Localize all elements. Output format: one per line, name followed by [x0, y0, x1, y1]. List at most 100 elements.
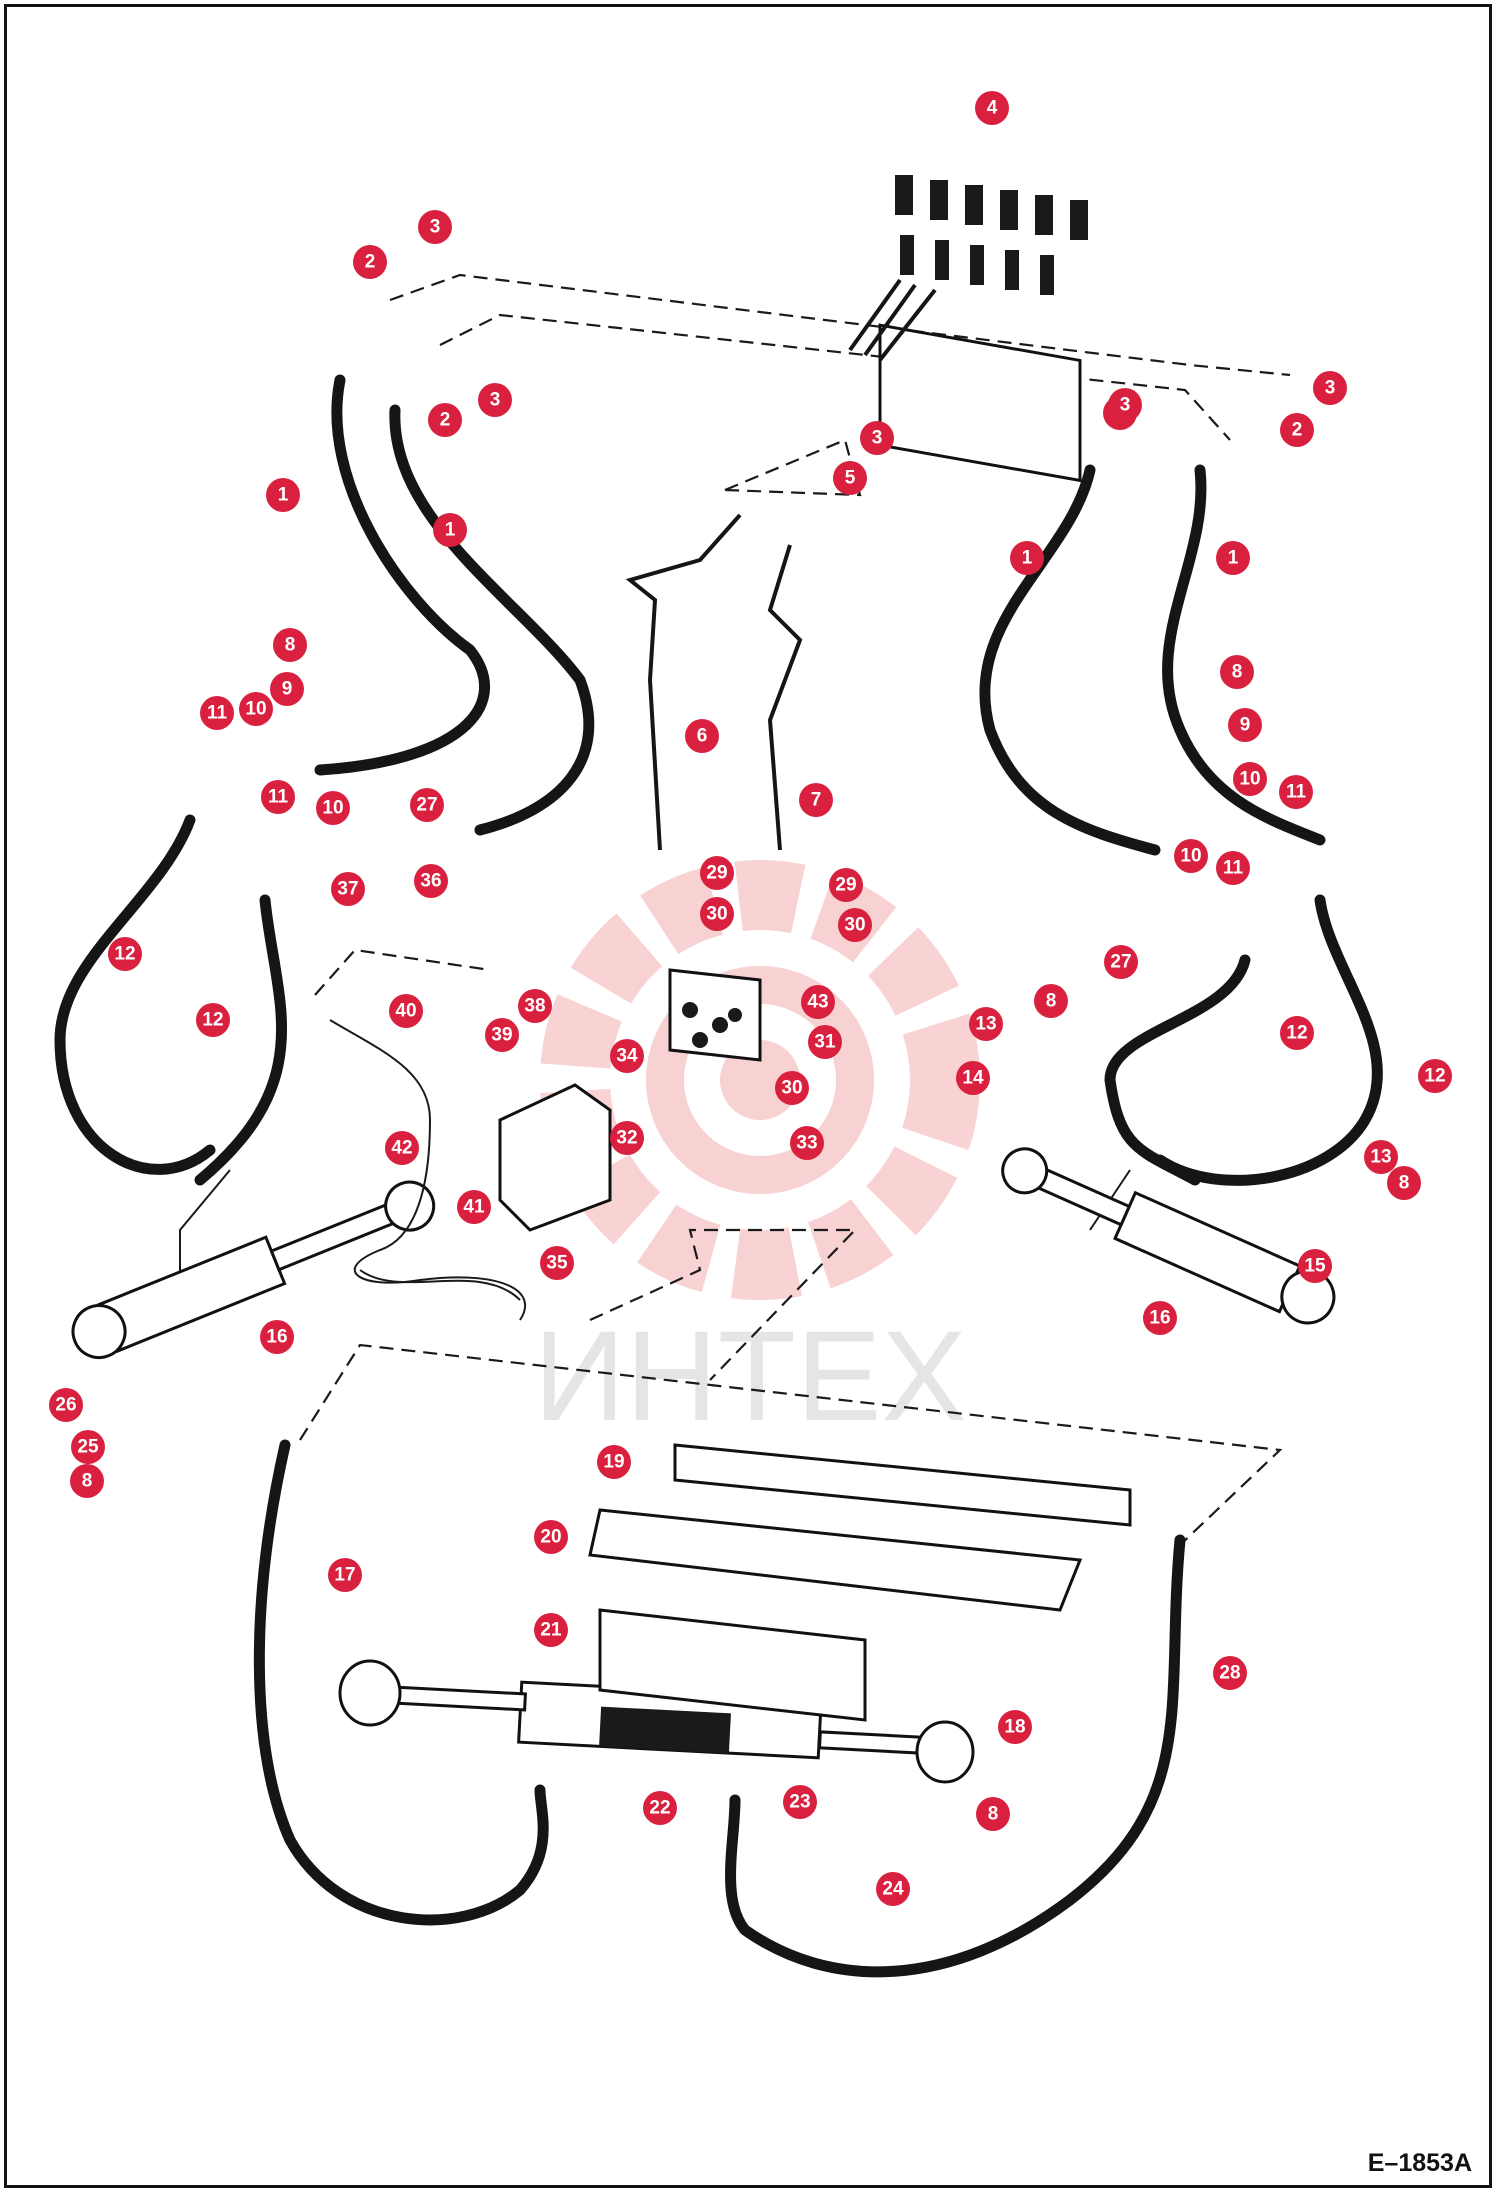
- callout-badge: [1216, 851, 1250, 885]
- callout-8: 8: [1220, 655, 1254, 689]
- callout-badge: [266, 478, 300, 512]
- callout-badge: [457, 1190, 491, 1224]
- callout-11: 11: [200, 696, 234, 730]
- watermark-logo: [540, 860, 980, 1300]
- callout-number: 3: [1120, 395, 1131, 416]
- callout-number: 31: [814, 1032, 836, 1053]
- plates: [588, 1443, 1132, 1722]
- callout-number: 13: [1370, 1147, 1391, 1168]
- callout-4: 4: [975, 91, 1009, 125]
- callout-number: 15: [1304, 1256, 1326, 1277]
- callout-badge: [969, 1007, 1003, 1041]
- callout-badge: [1418, 1059, 1452, 1093]
- callout-3: 3: [1313, 371, 1347, 405]
- callout-number: 34: [616, 1046, 638, 1067]
- callout-number: 3: [1325, 378, 1336, 399]
- callout-12: 12: [1418, 1059, 1452, 1093]
- callout-number: 10: [1180, 846, 1201, 867]
- callout-number: 2: [440, 410, 451, 431]
- callout-number: 4: [987, 98, 998, 119]
- callout-32: 32: [610, 1121, 644, 1155]
- callout-30: 30: [700, 897, 734, 931]
- callout-number: 11: [207, 703, 228, 724]
- callout-number: 37: [337, 879, 358, 900]
- callout-number: 18: [1004, 1717, 1025, 1738]
- callout-badge: [261, 780, 295, 814]
- callout-number: 28: [1219, 1663, 1240, 1684]
- callout-badge: [1108, 388, 1142, 422]
- callout-36: 36: [414, 864, 448, 898]
- callout-badge: [1213, 1656, 1247, 1690]
- solenoid-cover: [498, 1083, 612, 1232]
- callout-number: 10: [322, 798, 343, 819]
- callout-19: 19: [597, 1445, 631, 1479]
- callout-41: 41: [457, 1190, 491, 1224]
- callout-badge: [428, 403, 462, 437]
- callout-badge: [700, 856, 734, 890]
- callout-20: 20: [534, 1520, 568, 1554]
- callout-badge: [860, 421, 894, 455]
- callout-number: 8: [1046, 991, 1057, 1012]
- callout-badge: [998, 1710, 1032, 1744]
- callout-badge: [196, 1003, 230, 1037]
- callout-8: 8: [1034, 984, 1068, 1018]
- callout-11: 11: [1216, 851, 1250, 885]
- callout-number: 23: [789, 1792, 810, 1813]
- callout-number: 30: [781, 1078, 802, 1099]
- callout-number: 1: [278, 485, 289, 506]
- callout-40: 40: [389, 994, 423, 1028]
- callout-number: 8: [1399, 1173, 1410, 1194]
- callout-35: 35: [540, 1246, 574, 1280]
- callout-31: 31: [808, 1025, 842, 1059]
- callout-number: 7: [811, 790, 822, 811]
- callout-badge: [833, 461, 867, 495]
- callout-1: 1: [1216, 541, 1250, 575]
- callout-badge: [385, 1131, 419, 1165]
- callout-badge: [685, 719, 719, 753]
- callout-number: 36: [420, 871, 441, 892]
- callout-badge: [1104, 945, 1138, 979]
- control-valve: [848, 175, 1088, 483]
- callout-2: 2: [1280, 413, 1314, 447]
- callout-3: 3: [418, 210, 452, 244]
- callout-badge: [829, 868, 863, 902]
- callout-29: 29: [829, 868, 863, 902]
- callout-number: 11: [1286, 782, 1307, 803]
- callout-number: 12: [1424, 1066, 1445, 1087]
- callout-badge: [270, 672, 304, 706]
- callout-number: 29: [835, 875, 856, 896]
- callout-8: 8: [1387, 1166, 1421, 1200]
- callout-38: 38: [518, 989, 552, 1023]
- callout-25: 25: [71, 1430, 105, 1464]
- callout-badge: [610, 1121, 644, 1155]
- callout-9: 9: [270, 672, 304, 706]
- callout-number: 17: [334, 1565, 355, 1586]
- callout-badge: [534, 1520, 568, 1554]
- callout-badge: [783, 1785, 817, 1819]
- callout-layer: 4322335323211118911101110273637672930293…: [49, 91, 1452, 1906]
- callout-30: 30: [775, 1071, 809, 1105]
- callout-2: 2: [353, 245, 387, 279]
- callout-number: 29: [706, 863, 727, 884]
- callout-number: 38: [524, 996, 545, 1017]
- cylinders: [71, 1147, 1336, 1784]
- callout-number: 13: [975, 1014, 996, 1035]
- callout-8: 8: [70, 1464, 104, 1498]
- callout-43: 43: [801, 985, 835, 1019]
- callout-badge: [1279, 775, 1313, 809]
- callout-badge: [956, 1061, 990, 1095]
- callout-6: 6: [685, 719, 719, 753]
- callout-badge: [1233, 762, 1267, 796]
- callout-number: 16: [266, 1327, 287, 1348]
- callout-badge: [316, 791, 350, 825]
- callout-number: 16: [1149, 1308, 1170, 1329]
- callout-number: 14: [962, 1068, 984, 1089]
- callout-badge: [790, 1126, 824, 1160]
- callout-42: 42: [385, 1131, 419, 1165]
- callout-number: 41: [463, 1197, 485, 1218]
- callout-badge: [478, 383, 512, 417]
- diagram-frame: [4, 4, 1492, 2188]
- callout-27: 27: [1104, 945, 1138, 979]
- callout-badge: [518, 989, 552, 1023]
- callout-3: 3: [1108, 388, 1142, 422]
